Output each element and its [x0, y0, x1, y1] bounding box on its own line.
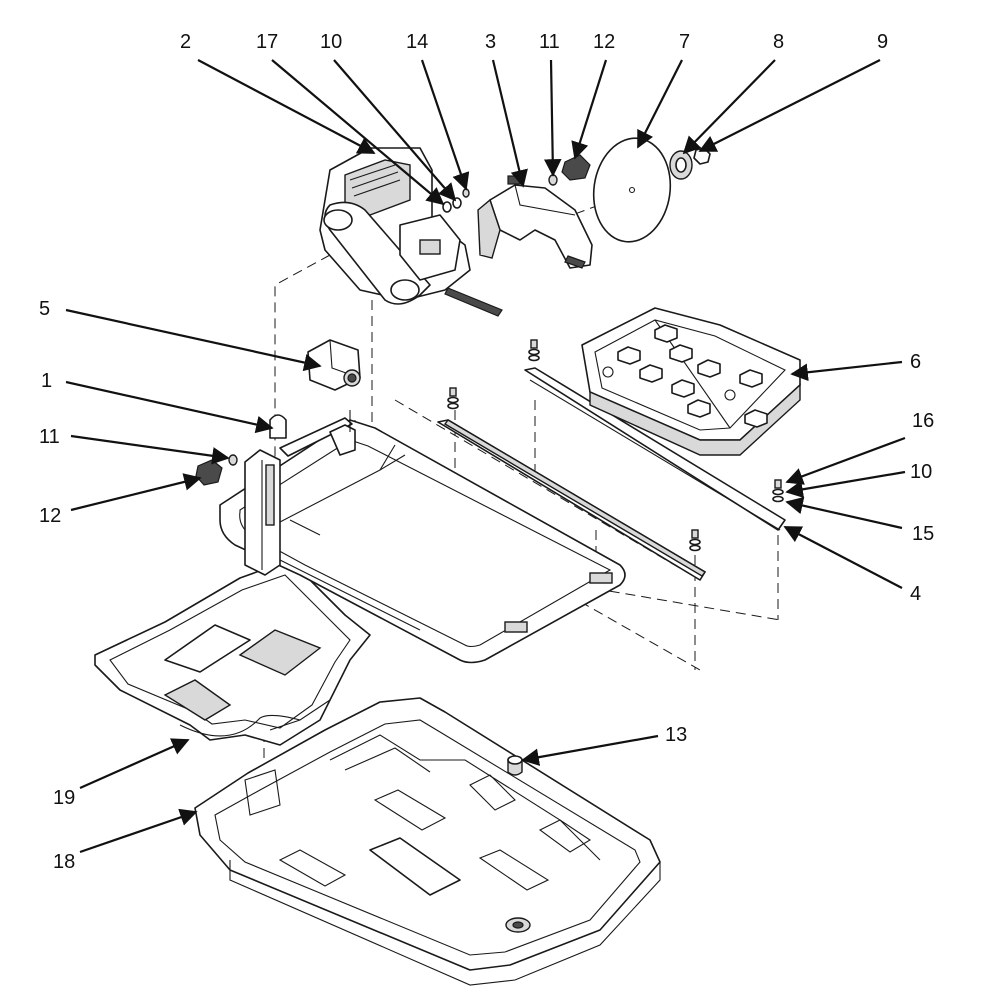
callout-14: 14 [406, 31, 428, 53]
rail-bolts [447, 339, 784, 552]
cutting-table [581, 307, 801, 456]
motor-head [319, 147, 503, 317]
callout-6: 6 [910, 351, 921, 373]
callout-19: 19 [53, 787, 75, 809]
callout-12b: 12 [39, 505, 61, 527]
callout-8: 8 [773, 31, 784, 53]
rail [437, 367, 786, 581]
callout-12: 12 [593, 31, 615, 53]
callout-2: 2 [180, 31, 191, 53]
callout-10b: 10 [910, 461, 932, 483]
leader-lines [65, 59, 906, 854]
water-pan [194, 697, 661, 986]
left-knob-assembly [195, 454, 238, 486]
diamond-blade [592, 137, 672, 243]
callout-5: 5 [39, 298, 50, 320]
callout-16: 16 [912, 410, 934, 432]
switch-box [307, 339, 361, 391]
drain-plug [507, 755, 523, 776]
callout-9: 9 [877, 31, 888, 53]
callout-labels: 2 17 10 14 3 11 12 7 8 9 5 6 1 16 11 10 … [39, 31, 934, 873]
callout-11: 11 [539, 31, 560, 53]
column-bracket [244, 410, 356, 576]
callout-13: 13 [665, 724, 687, 746]
guard-knob-assembly [548, 154, 591, 186]
callout-15: 15 [912, 523, 934, 545]
callout-11b: 11 [39, 426, 60, 448]
blade-guard [477, 175, 593, 269]
callout-3: 3 [485, 31, 496, 53]
callout-1: 1 [41, 370, 52, 392]
callout-4: 4 [910, 583, 921, 605]
motor-fasteners [442, 188, 470, 213]
callout-18: 18 [53, 851, 75, 873]
callout-7: 7 [679, 31, 690, 53]
outer-flange [669, 150, 693, 180]
callout-10: 10 [320, 31, 342, 53]
callout-17: 17 [256, 31, 278, 53]
cart-frame [219, 419, 626, 664]
